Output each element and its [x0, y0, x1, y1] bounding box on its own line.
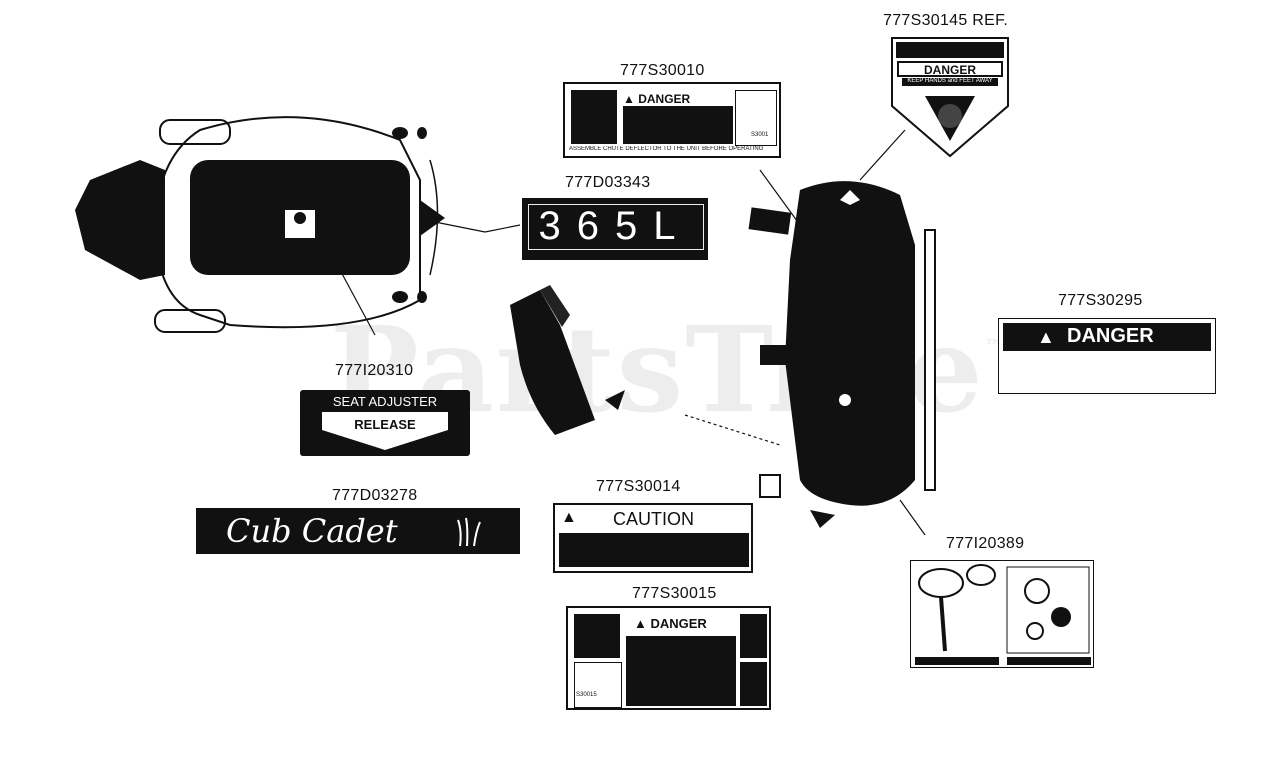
decal-777s30295-triangle: ▲	[1037, 327, 1055, 348]
front-wheel-left	[392, 127, 408, 139]
decal-777s30295-header	[1003, 323, 1211, 351]
decal-777s30145-subtext: KEEP HANDS and FEET AWAY	[907, 78, 993, 84]
warning-triangle-icon: ▲	[634, 616, 651, 631]
caution-triangle-icon: ▲	[561, 509, 577, 526]
decal-777s30014-body	[559, 533, 749, 567]
decal-777s30014-heading: CAUTION	[613, 509, 694, 529]
part-number-777i20389: 777I20389	[946, 535, 1025, 552]
deck-notch	[840, 190, 860, 205]
decal-777s30015-heading: ▲ DANGER	[634, 616, 707, 631]
part-number-777s30014: 777S30014	[596, 478, 681, 495]
decal-777d03343-frame	[528, 204, 704, 250]
decal-777s30010-code: S3001	[751, 132, 769, 138]
decal-777s30015-code: S30015	[576, 692, 597, 698]
decal-777s30295-heading: DANGER	[1067, 325, 1154, 347]
decal-777d03343-model: 365L	[538, 204, 692, 248]
decal-777i20310: SEAT ADJUSTER RELEASE	[300, 390, 470, 456]
deck-housing	[785, 181, 915, 506]
decal-777s30015-icon-tr	[740, 614, 767, 658]
grass-logo-icon	[457, 517, 481, 547]
part-number-777s30015: 777S30015	[632, 585, 717, 602]
part-number-777d03278: 777D03278	[332, 487, 418, 504]
decal-777d03278: Cub Cadet	[196, 508, 520, 554]
decal-777s30015-icon-br	[740, 662, 767, 706]
warning-triangle-icon: ▲	[1037, 327, 1055, 347]
decal-777d03343: 365L	[522, 198, 708, 260]
seat-bolt	[294, 212, 306, 224]
part-number-777s30145: 777S30145 REF.	[883, 12, 1009, 29]
decal-777s30015-icon-tl	[574, 614, 620, 658]
decal-777s30014-triangle: ▲	[561, 509, 577, 527]
rear-wheel-left	[392, 291, 408, 303]
part-number-777s30295: 777S30295	[1058, 292, 1143, 309]
tractor-hood	[75, 160, 165, 280]
decal-777d03278-brand: Cub Cadet	[226, 512, 398, 550]
decal-777s30010-body	[623, 106, 733, 144]
deck-pointer	[810, 510, 835, 528]
decal-777s30010-icon-left	[571, 90, 617, 144]
deck-mount	[760, 345, 790, 365]
decal-777s30010: ▲ DANGER S3001 ASSEMBLE CHUTE DEFLECTOR …	[563, 82, 781, 158]
front-bumper	[159, 119, 231, 145]
rear-wheel-left-hub	[417, 291, 427, 303]
front-wheel-left-hub	[417, 127, 427, 139]
decal-777s30010-icon-right	[735, 90, 777, 146]
pointer-arrow	[420, 200, 445, 236]
decal-777s30295: ▲ DANGER	[998, 318, 1216, 394]
rear-bumper	[154, 309, 226, 333]
decal-777s30015: S30015 ▲ DANGER	[566, 606, 771, 710]
decal-777s30015-body	[626, 636, 736, 706]
deck-roller	[759, 474, 781, 498]
part-number-777s30010: 777S30010	[620, 62, 705, 79]
decal-777i20310-line1: SEAT ADJUSTER	[332, 394, 438, 409]
fender-line	[429, 159, 439, 276]
deck-bracket	[748, 207, 792, 235]
deflector-edge	[540, 285, 570, 327]
belt-routing-diagram	[915, 564, 1091, 665]
deck-handle-bar	[924, 229, 936, 491]
decal-777s30145: DANGER KEEP HANDS and FEET AWAY	[890, 36, 1010, 158]
decal-777i20389	[910, 560, 1094, 668]
warning-triangle-icon: ▲	[623, 92, 639, 106]
chute-deflector	[510, 285, 625, 435]
decal-777s30145-heading: DANGER	[923, 63, 976, 77]
deck-bolt	[839, 394, 851, 406]
decal-777s30014: ▲ CAUTION	[553, 503, 753, 573]
tractor-top-view	[75, 116, 445, 333]
deflector-pointer	[605, 390, 625, 410]
decal-777i20310-line2: RELEASE	[354, 417, 416, 432]
decal-777s30015-icon-bl	[574, 662, 622, 708]
danger-pentagon-decal	[891, 37, 1009, 158]
mower-deck-side	[748, 181, 936, 528]
down-arrow-icon	[322, 412, 448, 450]
part-number-777i20310: 777I20310	[335, 362, 414, 379]
part-number-777d03343: 777D03343	[565, 174, 651, 191]
decal-777s30010-heading: ▲ DANGER	[623, 92, 691, 106]
deflector-body	[510, 290, 595, 435]
decal-777s30010-header-bg: ▲ DANGER	[623, 90, 733, 106]
decal-777s30010-footer: ASSEMBLE CHUTE DEFLECTOR TO THE UNIT BEF…	[569, 146, 764, 152]
